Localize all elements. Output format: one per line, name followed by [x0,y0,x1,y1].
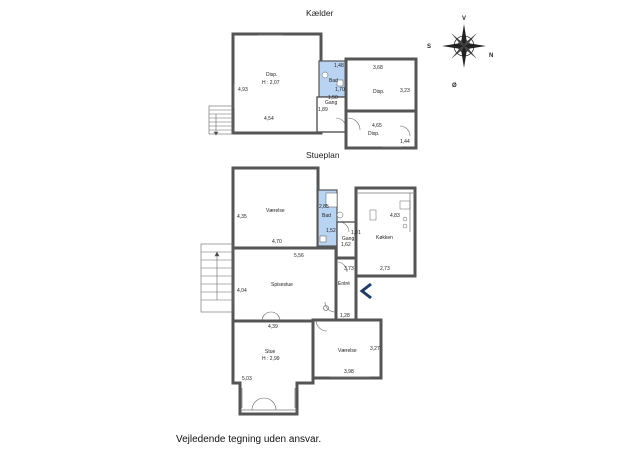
ground-spisestue-name: Spisestue [271,282,293,288]
ground-vaerelse-top-name: Værelse [266,208,285,214]
basement-disp-right-dim-top: 3,68 [373,65,383,71]
ground-gang-dim-top: 1,01 [351,230,361,236]
ground-gang-name: Gang [342,236,354,242]
ground-gang-dim-bottom: 1,62 [341,242,351,248]
basement-gang-dim-top: 1,50 [328,95,338,101]
ground-spisestue-dim-side: 4,04 [237,288,247,294]
basement-bad-name: Bad [329,78,338,84]
ground-floor-plan [200,166,417,416]
ground-bad-name: Bad [322,213,331,219]
ground-stue-dim-side: 5,03 [242,376,252,382]
ground-spisestue-dim-bottom: 4,39 [268,324,278,330]
compass-east-label: Ø [452,83,457,89]
ground-entre-dim-top: 3,73 [344,266,354,272]
ground-stue-height: H : 2,99 [262,356,280,362]
basement-disp-right-dim-side: 3,23 [400,88,410,94]
ground-vaerelse-top-dim-bottom: 4,70 [272,239,282,245]
basement-plan [208,32,418,150]
basement-disp-right-name: Disp. [373,89,384,95]
ground-spisestue-dim-top: 5,56 [294,253,304,259]
basement-gang-dim-bottom: 1,89 [318,107,328,113]
ground-koekken-dim-side: 4,83 [390,213,400,219]
ground-vaerelse-low-dim-side: 3,27 [370,346,380,352]
basement-disp-main-dim-bottom: 4,54 [264,116,274,122]
basement-disp-low-name: Disp. [368,131,379,137]
ground-stue-name: Stue [265,349,276,355]
basement-disp-main-name: Disp. [266,72,277,78]
basement-bad-dim-top: 1,48 [334,63,344,69]
compass-north-label: N [489,53,493,59]
basement-gang-name: Gang [325,100,337,106]
basement-disp-low-dim-side: 1,44 [400,139,410,145]
ground-vaerelse-low-dim-bottom: 3,98 [344,369,354,375]
disclaimer-text: Vejledende tegning uden ansvar. [176,434,321,445]
compass-south-label: S [427,44,431,50]
compass-rose-icon [442,24,486,68]
basement-disp-low-dim-top: 4,65 [372,123,382,129]
basement-disp-main-dim-side: 4,93 [238,87,248,93]
ground-koekken-name: Køkken [376,235,393,241]
basement-bad-dim-side: 1,70 [335,87,345,93]
ground-koekken-dim-bottom: 2,73 [380,266,390,272]
basement-title: Kælder [306,8,334,18]
ground-bad-dim-side: 1,52 [326,228,336,234]
ground-vaerelse-top-dim-side: 4,35 [237,214,247,220]
ground-bad-dim-top: 2,85 [319,204,329,210]
ground-entre-name: Entré [338,281,350,287]
ground-floor-title: Stueplan [306,150,340,160]
ground-entre-dim-bottom: 1,28 [340,313,350,319]
basement-disp-main-height: H : 2,07 [262,80,280,86]
compass-west-label: V [462,16,466,22]
ground-vaerelse-low-name: Værelse [338,348,357,354]
